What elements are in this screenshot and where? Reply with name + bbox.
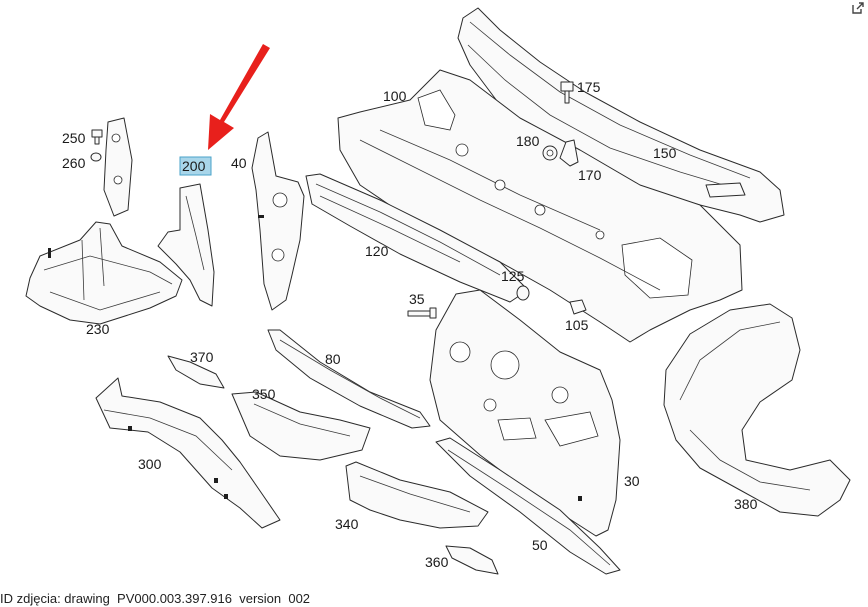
part-80-strut	[267, 329, 431, 429]
part-230-battery-tray	[25, 221, 183, 325]
callout-40: 40	[231, 155, 247, 171]
part-360-plate	[445, 545, 499, 575]
external-link-icon[interactable]	[852, 2, 864, 14]
part-30-dash-panel	[429, 289, 621, 537]
callout-175: 175	[577, 79, 601, 95]
part-380-wheel-arch	[663, 303, 851, 517]
callout-370: 370	[190, 349, 214, 365]
part-260-washer	[90, 152, 102, 162]
part-200-bracket	[157, 183, 215, 307]
part-170-bracket	[559, 139, 579, 167]
callout-340: 340	[335, 516, 359, 532]
part-350-reinforcement	[231, 391, 371, 461]
callout-125: 125	[501, 268, 525, 284]
part-125-grommet	[516, 285, 530, 301]
callout-200: 200	[182, 158, 206, 174]
part-150-cowl-panel	[457, 7, 785, 223]
callout-230: 230	[86, 321, 110, 337]
red-arrow-icon	[208, 44, 270, 150]
callout-150: 150	[653, 145, 677, 161]
callout-120: 120	[365, 243, 389, 259]
callout-350: 350	[252, 386, 276, 402]
part-180-nut	[542, 145, 558, 161]
callout-80: 80	[325, 351, 341, 367]
callout-300: 300	[138, 456, 162, 472]
part-250-bolt	[91, 129, 103, 145]
part-105-nut	[569, 299, 587, 315]
callout-200-highlight	[179, 156, 212, 176]
callout-35: 35	[409, 291, 425, 307]
part-340-reinforcement	[345, 461, 489, 529]
callout-105: 105	[565, 317, 589, 333]
part-100-cowl-frame	[337, 69, 743, 343]
callout-250: 250	[62, 130, 86, 146]
callout-360: 360	[425, 554, 449, 570]
part-175-bolt	[560, 81, 574, 104]
callout-50: 50	[532, 537, 548, 553]
part-300-longitudinal	[95, 377, 281, 529]
image-id-caption: ID zdjęcia: drawing PV000.003.397.916 ve…	[0, 591, 311, 606]
callout-30: 30	[624, 473, 640, 489]
callout-180: 180	[516, 133, 540, 149]
part-35-bolt	[407, 307, 437, 319]
callout-100: 100	[383, 88, 407, 104]
part-370-bracket	[167, 355, 225, 389]
part-40-side-member	[251, 131, 305, 311]
callout-170: 170	[578, 167, 602, 183]
part-bracket-upper	[103, 117, 133, 217]
callout-380: 380	[734, 496, 758, 512]
part-50-lower-member	[435, 437, 621, 575]
callout-260: 260	[62, 155, 86, 171]
